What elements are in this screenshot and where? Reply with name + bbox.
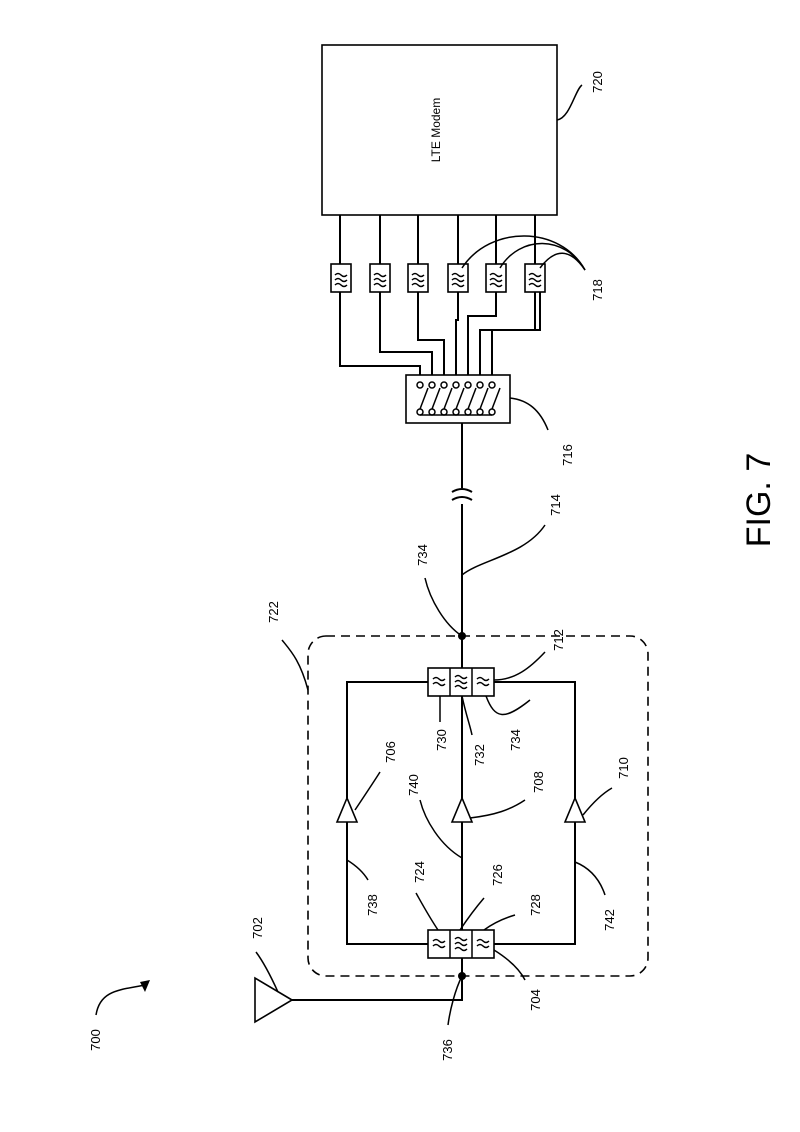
input-multiplexer: 724 726 728 704 [412,861,543,1011]
switch-716: 716 [405,374,575,466]
modem-filter-5 [485,263,507,293]
ref-710: 710 [616,757,631,779]
ref-742: 742 [602,909,617,931]
cable-714: 714 [451,423,563,636]
ref-724: 724 [412,861,427,883]
leader-740 [419,799,463,859]
antenna-input: 702 736 [250,917,466,1061]
enclosure-722: 722 [266,601,649,977]
cable-leader [461,524,546,576]
modem-leader [556,84,583,121]
ref-712: 712 [551,629,566,651]
leader-706 [354,771,381,811]
leader-708 [469,799,526,819]
ref-734-filter: 734 [508,729,523,751]
leader-732 [461,695,473,736]
leader-736 [447,975,463,1026]
ref-716: 716 [560,444,575,466]
leader-704 [493,949,526,981]
output-multiplexer: 712 730 732 734 [427,629,566,766]
antenna-icon [254,976,294,1024]
ref-730: 730 [434,729,449,751]
leader-738 [346,859,369,881]
ref-728: 728 [528,894,543,916]
branch-bot: 710 742 [494,681,631,945]
output-node-leader [424,577,463,637]
ref-720: 720 [590,71,605,93]
leader-700 [95,984,146,1016]
ref-740: 740 [406,774,421,796]
switch-routing [339,292,541,380]
leader-710 [582,787,613,816]
figure-caption: FIG. 7 [740,453,778,547]
ref-734-node: 734 [415,544,430,566]
leader-728 [483,914,516,931]
modem-filter-6 [524,263,546,293]
ref-718: 718 [590,279,605,301]
ref-738: 738 [365,894,380,916]
ref-722: 722 [266,601,281,623]
branch-mid: 708 740 [406,696,546,930]
ref-726: 726 [490,864,505,886]
branch-top: 706 738 [335,681,428,945]
ref-706: 706 [383,741,398,763]
switch-leader [509,397,549,431]
ref-704: 704 [528,989,543,1011]
modem-filter-4 [447,263,469,293]
ref-736: 736 [440,1039,455,1061]
leader-718-a [461,235,586,271]
enclosure-leader [281,639,309,691]
ref-708: 708 [531,771,546,793]
ref-702: 702 [250,917,265,939]
modem-filter-3 [407,263,429,293]
output-node: 734 [415,544,466,640]
modem-filter-1 [330,263,352,293]
lte-modem: LTE Modem 720 [321,44,605,216]
ref-700: 700 [88,1029,103,1051]
ref-714: 714 [548,494,563,516]
modem-filter-2 [369,263,391,293]
system-ref-700: 700 [88,980,150,1051]
leader-718-c [539,252,586,271]
mux-out-leader [493,651,546,681]
ref-732: 732 [472,744,487,766]
leader-724 [415,892,439,931]
arrowhead-700 [140,980,150,992]
leader-742 [574,861,606,896]
leader-734-filter [485,695,531,716]
leader-726 [459,897,485,931]
leader-702 [255,951,279,993]
modem-filter-bank: 718 [330,215,605,301]
modem-label: LTE Modem [429,98,443,162]
